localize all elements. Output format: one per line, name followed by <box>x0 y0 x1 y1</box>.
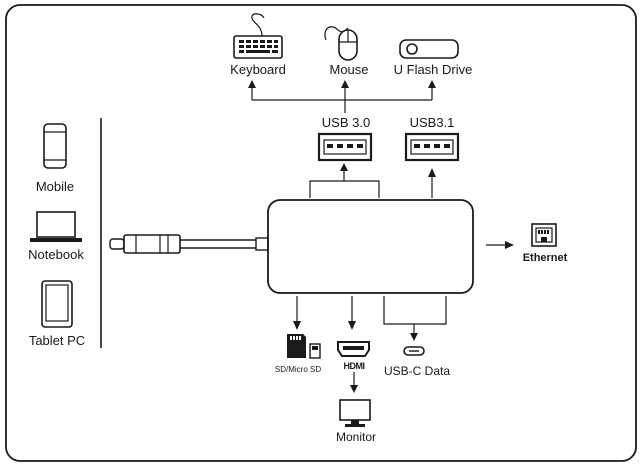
diagram-frame <box>5 4 637 462</box>
hub-body <box>267 199 474 294</box>
usbc-label: USB-C Data <box>384 364 450 378</box>
sd-card-icon <box>287 334 321 359</box>
keyboard-label: Keyboard <box>230 62 286 77</box>
ethernet-label: Ethernet <box>523 252 568 264</box>
ethernet-connector <box>486 241 514 249</box>
sd-label: SD/Micro SD <box>275 365 321 374</box>
usb31-port-icon <box>404 132 460 162</box>
notebook-label: Notebook <box>28 247 84 262</box>
tablet-icon <box>41 280 73 328</box>
device-connector-lines <box>248 80 436 113</box>
usb31-label: USB3.1 <box>410 115 455 130</box>
tablet-label: Tablet PC <box>29 333 85 348</box>
hdmi-logo: HDMI <box>344 361 365 371</box>
mouse-label: Mouse <box>329 62 368 77</box>
keyboard-icon <box>233 13 283 59</box>
sd-connector <box>293 296 301 330</box>
flash-drive-icon <box>399 39 459 59</box>
hdmi-port-icon <box>337 341 370 357</box>
monitor-icon <box>339 399 371 427</box>
usb30-port-icon <box>317 132 373 162</box>
usb30-label: USB 3.0 <box>322 115 370 130</box>
usb-c-cable <box>109 234 269 254</box>
mobile-icon <box>43 123 67 169</box>
flash-drive-label: U Flash Drive <box>394 62 473 77</box>
hdmi-connector <box>348 296 356 330</box>
usbc-port-icon <box>403 346 425 356</box>
monitor-label: Monitor <box>336 430 376 444</box>
usbc-connector <box>383 296 447 341</box>
mobile-label: Mobile <box>36 179 74 194</box>
ethernet-port-icon <box>531 223 557 247</box>
monitor-connector <box>350 372 358 393</box>
notebook-icon <box>30 211 82 242</box>
mouse-icon <box>324 26 358 61</box>
hub-top-connectors <box>309 163 436 198</box>
